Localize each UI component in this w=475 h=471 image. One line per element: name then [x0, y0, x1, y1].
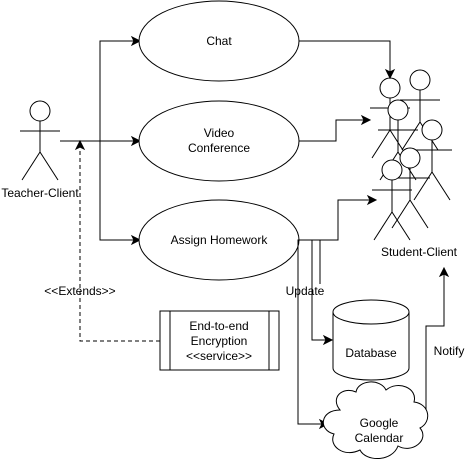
database-body	[332, 312, 410, 381]
notify-label: Notify	[434, 344, 465, 358]
edge-teacher-chat	[60, 40, 134, 142]
service-line1: End-to-end	[189, 319, 248, 333]
homework-label: Assign Homework	[171, 233, 269, 247]
database-label: Database	[345, 346, 397, 360]
edge-homework-calendar	[297, 239, 322, 425]
homework-outputs: Update	[286, 239, 334, 430]
use-case-assign-homework[interactable]: Assign Homework	[138, 199, 300, 281]
student-connectors	[299, 40, 396, 241]
use-case-chat[interactable]: Chat	[138, 0, 300, 82]
extends-connector: <<Extends>>	[44, 139, 160, 342]
use-case-video-conference[interactable]: Video Conference	[138, 100, 300, 182]
notify-connector: Notify	[425, 266, 465, 410]
extends-label: <<Extends>>	[44, 284, 115, 298]
edge-calendar-student	[425, 274, 445, 410]
video-label-line1: Video	[204, 126, 235, 140]
student-figure-5	[390, 147, 430, 229]
service-line2: Encryption	[191, 334, 248, 348]
calendar-node[interactable]: Google Calendar	[323, 381, 429, 459]
update-label: Update	[286, 284, 325, 298]
encryption-service-node[interactable]: End-to-end Encryption <<service>>	[159, 310, 280, 371]
edge-video-student	[299, 119, 364, 142]
database-top	[332, 299, 410, 325]
calendar-label-line2: Calendar	[355, 431, 404, 445]
student-figure-2	[400, 69, 440, 151]
service-line3: <<service>>	[186, 349, 252, 363]
teacher-left-leg	[21, 151, 41, 181]
edge-chat-student	[299, 40, 391, 72]
edge-teacher-homework	[99, 141, 134, 241]
database-node[interactable]: Database	[332, 299, 410, 381]
edge-homework-student	[299, 199, 370, 241]
teacher-head	[29, 100, 51, 122]
edge-service-extends	[79, 148, 160, 342]
teacher-actor: Teacher-Client	[1, 100, 79, 200]
calendar-label-line1: Google	[360, 416, 399, 430]
student-figure-4	[412, 119, 452, 201]
calendar-cloud-shape	[323, 381, 429, 459]
student-figure-6	[372, 159, 412, 241]
student-actor-group: Student-Client	[370, 69, 458, 259]
edge-homework-update-stub	[299, 239, 321, 284]
video-label-line2: Conference	[188, 141, 250, 155]
teacher-label: Teacher-Client	[1, 186, 79, 200]
student-label: Student-Client	[381, 245, 458, 259]
edge-homework-database	[311, 239, 326, 341]
teacher-right-leg	[39, 151, 59, 181]
teacher-connectors	[60, 35, 142, 246]
service-box	[159, 310, 280, 371]
chat-label: Chat	[206, 34, 232, 48]
